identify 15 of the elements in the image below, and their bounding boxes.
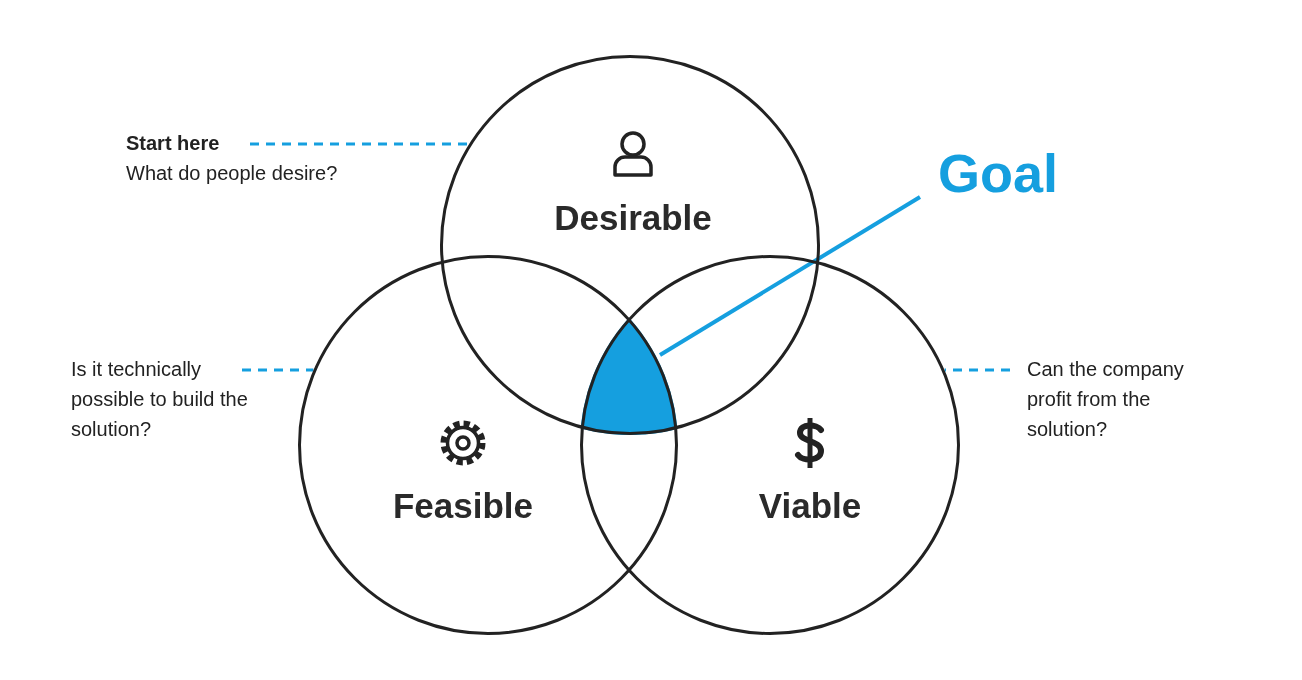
leader-line (250, 142, 470, 146)
goal-label: Goal (938, 144, 1059, 202)
leader-line (658, 195, 922, 357)
circle-label: Viable (758, 486, 862, 526)
venn-circle (298, 255, 678, 635)
venn-circle (580, 255, 960, 635)
annotation-text: Is it technically possible to build the solution? (71, 354, 256, 444)
leader-line (242, 368, 314, 372)
circle-label: Feasible (392, 486, 534, 526)
annotation-text: What do people desire? (126, 161, 338, 186)
annotation-text: Can the company profit from the solution? (1027, 354, 1217, 444)
leader-line (944, 368, 1010, 372)
circle-label: Desirable (554, 198, 712, 238)
venn-circle (440, 55, 820, 435)
annotation-heading: Start here (126, 131, 220, 156)
